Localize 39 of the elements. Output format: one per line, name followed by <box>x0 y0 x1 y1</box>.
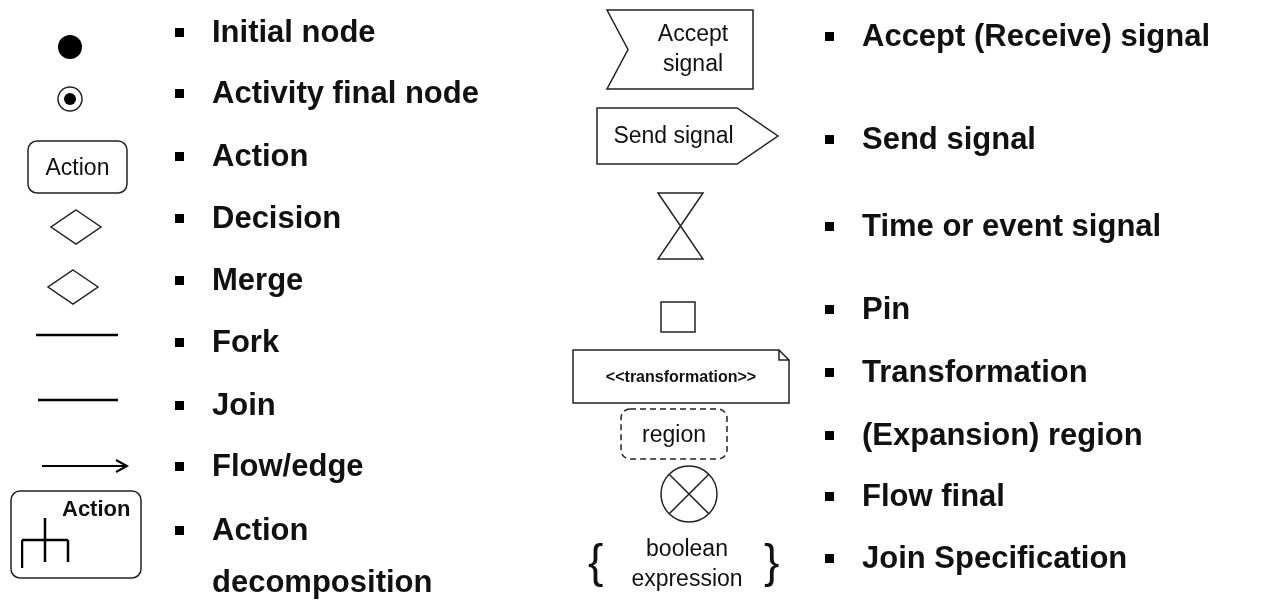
legend-item-text: Flow final <box>862 477 1006 515</box>
legend-item-text: Action decomposition <box>212 511 434 600</box>
node-text: <<transformation>> <box>604 367 758 387</box>
activity-final-circle <box>57 86 83 112</box>
time-event-hourglass <box>657 192 704 260</box>
closing-brace: } <box>764 536 780 586</box>
legend-item-text: Fork <box>212 323 281 361</box>
opening-brace: { <box>588 536 604 586</box>
pin-box <box>660 301 696 333</box>
action-decomposition-box <box>10 490 142 579</box>
node-text: Action <box>44 153 111 182</box>
node-text: Send signal <box>612 121 735 150</box>
legend-item-text: Pin <box>862 290 912 328</box>
accept-signal-shape <box>606 9 754 90</box>
action-box <box>27 140 128 194</box>
legend-item-text: Initial node <box>212 13 377 51</box>
legend-item-text: Join Specification <box>862 539 1129 577</box>
merge-diamond <box>47 269 99 305</box>
node-text: region <box>641 420 707 449</box>
legend-item-text: Transformation <box>862 353 1089 391</box>
legend-item-text: Activity final node <box>212 74 480 112</box>
decision-diamond <box>50 209 102 245</box>
node-text: Action <box>62 495 131 523</box>
join-spec-expression: boolean expression <box>630 534 744 593</box>
flow-final-circle <box>660 465 718 523</box>
legend-item-text: Accept (Receive) signal <box>862 17 1212 55</box>
send-signal-shape <box>596 107 779 165</box>
initial-node-circle <box>58 35 82 59</box>
expansion-region-box <box>620 408 728 460</box>
legend-item-text: Decision <box>212 199 343 237</box>
legend-item-text: Send signal <box>862 120 1037 158</box>
transformation-note <box>572 349 790 404</box>
legend-item-text: (Expansion) region <box>862 416 1144 454</box>
legend-item-text: Action <box>212 137 310 175</box>
legend-item-text: Time or event signal <box>862 207 1163 245</box>
legend-item-text: Merge <box>212 261 305 299</box>
legend-item-text: Flow/edge <box>212 447 365 485</box>
legend-item-text: Join <box>212 386 277 424</box>
node-text: Accept signal <box>656 19 730 78</box>
